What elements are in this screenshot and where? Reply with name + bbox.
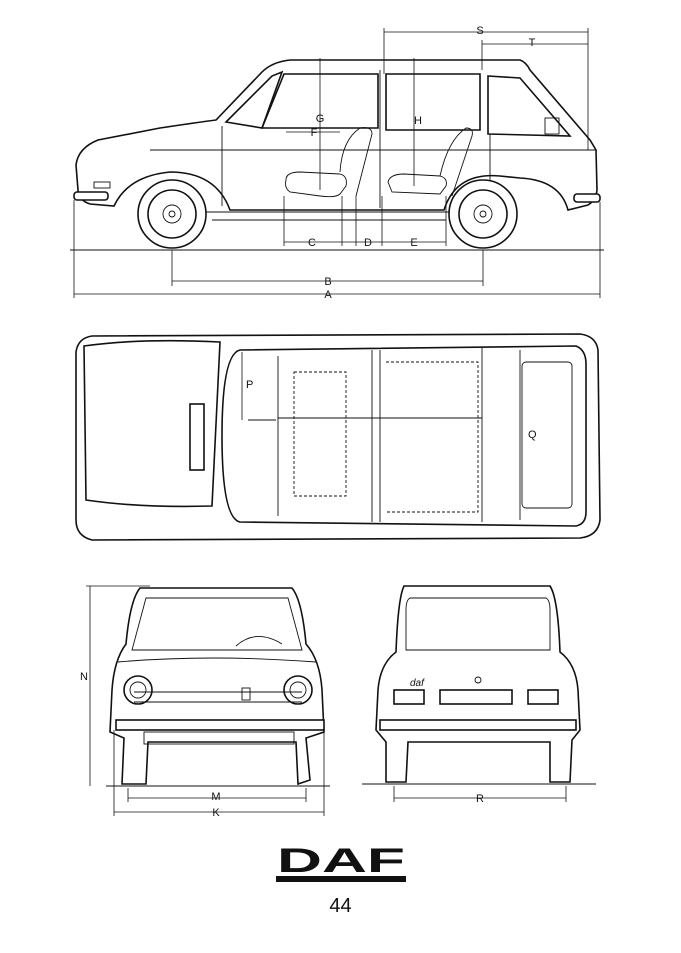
daf-logo-text: DAF <box>277 842 405 880</box>
rear-body-outline <box>375 585 581 783</box>
front-bumper-front <box>115 719 325 731</box>
rear-plate <box>439 689 513 705</box>
dim-label-P: P <box>246 379 253 391</box>
rear-badge: daf <box>410 678 425 689</box>
top-rear-window <box>521 361 573 509</box>
dim-label-T: T <box>529 37 536 49</box>
top-view: P Q <box>75 333 601 541</box>
rear-bumper-back <box>379 719 577 731</box>
top-grille-vent <box>189 403 205 471</box>
dim-label-H: H <box>414 115 422 127</box>
dim-label-Q: Q <box>528 429 537 441</box>
dim-label-C: C <box>308 237 316 249</box>
front-view: N M K <box>80 585 330 819</box>
dim-label-R: R <box>476 793 484 805</box>
rear-wheel <box>448 179 518 249</box>
side-dimensions <box>73 28 601 298</box>
rear-light-left <box>393 689 425 705</box>
dim-label-A: A <box>324 289 332 301</box>
rear-handle <box>474 676 482 684</box>
dim-label-M: M <box>211 791 220 803</box>
front-bonnet-edge <box>117 657 317 703</box>
dim-label-E: E <box>410 237 417 249</box>
daf-logo-underline <box>276 876 406 882</box>
front-headlight-right <box>283 675 313 705</box>
front-wiper <box>235 636 283 647</box>
dim-label-F: F <box>311 127 318 139</box>
page-number: 44 <box>329 895 352 917</box>
top-roof <box>221 345 587 527</box>
front-bumper <box>73 191 109 201</box>
rear-window <box>405 597 551 651</box>
rear-view: daf R <box>362 585 596 805</box>
daf-logo: DAF <box>276 842 406 882</box>
front-wheel <box>137 179 207 249</box>
rear-seat <box>387 127 473 197</box>
windshield <box>224 70 284 129</box>
top-bonnet <box>83 339 221 508</box>
front-headlight-left <box>123 675 153 705</box>
front-indicator <box>93 181 111 189</box>
top-body-outline <box>75 333 601 541</box>
side-sill <box>206 211 450 221</box>
dim-label-B: B <box>324 276 331 288</box>
front-body-outline <box>109 587 325 786</box>
rear-vent <box>544 117 560 135</box>
front-side-window <box>260 73 379 129</box>
dim-label-N: N <box>80 671 88 683</box>
front-badge <box>241 687 251 701</box>
door-lines <box>150 70 596 208</box>
front-seat <box>285 127 373 198</box>
top-roof-panels <box>248 348 521 522</box>
side-body-outline <box>75 59 598 211</box>
side-view: S T G F H C D E B A <box>70 25 604 301</box>
rear-light-right <box>527 689 559 705</box>
dim-label-G: G <box>316 113 325 125</box>
front-windshield <box>131 597 303 651</box>
middle-side-window <box>385 73 481 131</box>
dim-label-K: K <box>212 807 220 819</box>
front-valance <box>143 731 295 745</box>
dim-label-D: D <box>364 237 372 249</box>
top-seats <box>293 361 479 513</box>
dim-label-S: S <box>476 25 483 37</box>
rear-bumper <box>573 193 601 203</box>
rear-side-window <box>487 75 572 137</box>
